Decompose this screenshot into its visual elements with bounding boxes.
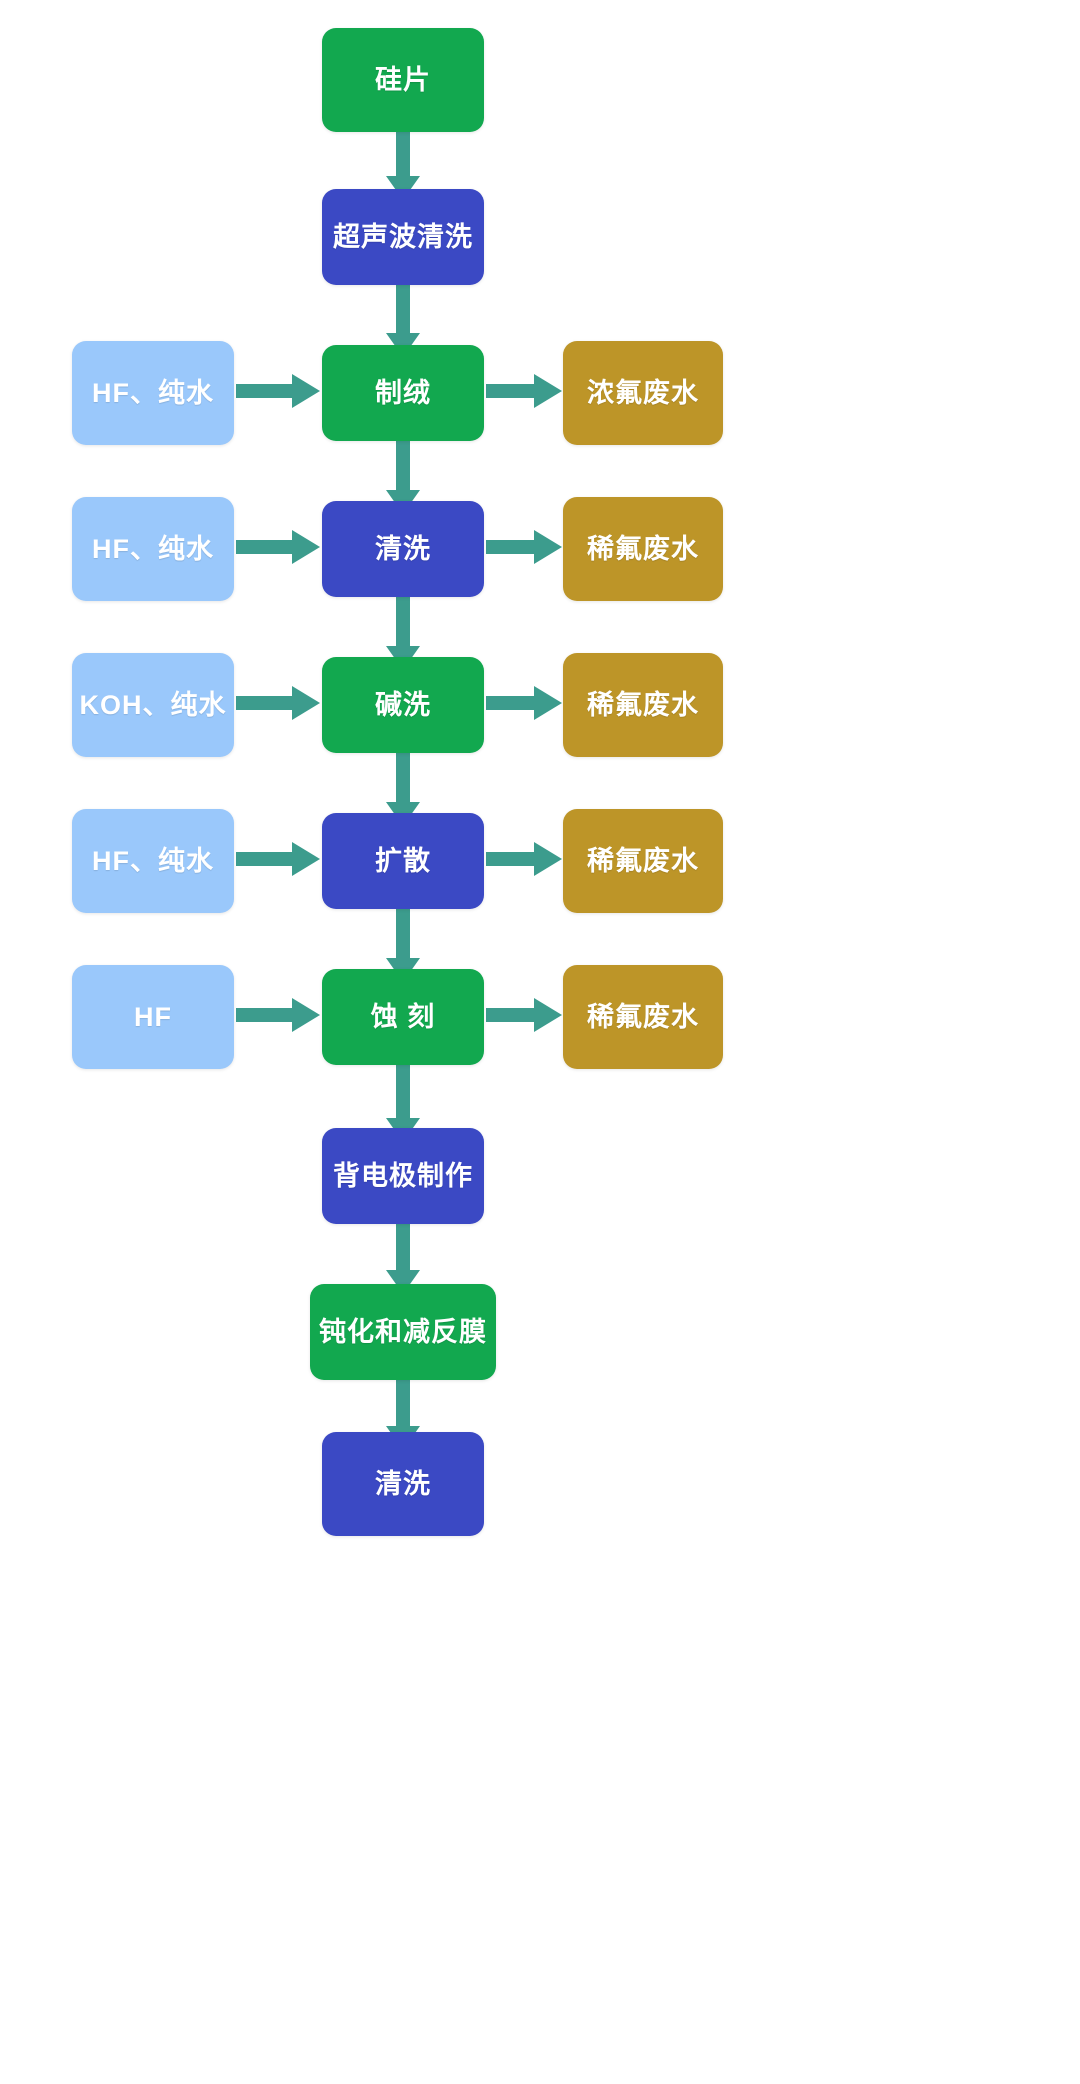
node-output-diffusion[interactable]: 稀氟废水 <box>563 809 723 913</box>
arrow-input-to-etching <box>236 1008 294 1022</box>
arrow-etching-to-backelectrode <box>396 1064 410 1120</box>
node-label: 浓氟废水 <box>587 377 699 408</box>
node-cleaning-2[interactable]: 清洗 <box>322 1432 484 1536</box>
node-input-diffusion[interactable]: HF、纯水 <box>72 809 234 913</box>
node-label: HF <box>134 1001 172 1032</box>
node-diffusion[interactable]: 扩散 <box>322 813 484 909</box>
arrow-diffusion-to-output <box>486 852 536 866</box>
arrow-diffusion-to-etching <box>396 908 410 960</box>
arrow-input-to-cleaning1 <box>236 540 294 554</box>
arrow-texturing-to-output <box>486 384 536 398</box>
node-output-alkali-wash[interactable]: 稀氟废水 <box>563 653 723 757</box>
node-label: HF、纯水 <box>92 377 214 408</box>
node-silicon-wafer[interactable]: 硅片 <box>322 28 484 132</box>
arrow-passivation-to-cleaning2 <box>396 1380 410 1428</box>
arrow-ultrasonic-to-texturing <box>396 283 410 335</box>
node-label: 清洗 <box>375 1468 431 1499</box>
node-label: 清洗 <box>375 533 431 564</box>
node-output-etching[interactable]: 稀氟废水 <box>563 965 723 1069</box>
node-label: 稀氟废水 <box>587 689 699 720</box>
node-back-electrode[interactable]: 背电极制作 <box>322 1128 484 1224</box>
node-cleaning-1[interactable]: 清洗 <box>322 501 484 597</box>
arrow-texturing-to-cleaning1 <box>396 440 410 492</box>
node-label: KOH、纯水 <box>79 689 227 720</box>
node-output-cleaning-1[interactable]: 稀氟废水 <box>563 497 723 601</box>
node-label: 硅片 <box>375 64 431 95</box>
arrow-alkali-to-output <box>486 696 536 710</box>
node-alkali-wash[interactable]: 碱洗 <box>322 657 484 753</box>
arrow-backelectrode-to-passivation <box>396 1224 410 1272</box>
node-texturing[interactable]: 制绒 <box>322 345 484 441</box>
arrow-alkali-to-diffusion <box>396 752 410 804</box>
node-label: HF、纯水 <box>92 533 214 564</box>
arrow-cleaning1-to-alkali <box>396 596 410 648</box>
node-label: 制绒 <box>375 377 431 408</box>
node-ultrasonic-clean[interactable]: 超声波清洗 <box>322 189 484 285</box>
node-label: HF、纯水 <box>92 845 214 876</box>
node-input-cleaning-1[interactable]: HF、纯水 <box>72 497 234 601</box>
node-label: 碱洗 <box>375 689 431 720</box>
node-output-texturing[interactable]: 浓氟废水 <box>563 341 723 445</box>
arrow-cleaning1-to-output <box>486 540 536 554</box>
arrow-input-to-diffusion <box>236 852 294 866</box>
node-input-texturing[interactable]: HF、纯水 <box>72 341 234 445</box>
node-passivation-arc[interactable]: 钝化和减反膜 <box>310 1284 496 1380</box>
node-label: 钝化和减反膜 <box>319 1316 487 1347</box>
arrow-etching-to-output <box>486 1008 536 1022</box>
arrow-wafer-to-ultrasonic <box>396 126 410 178</box>
node-label: 稀氟废水 <box>587 533 699 564</box>
node-label: 稀氟废水 <box>587 845 699 876</box>
node-etching[interactable]: 蚀 刻 <box>322 969 484 1065</box>
node-label: 超声波清洗 <box>333 221 473 252</box>
arrow-input-to-alkali <box>236 696 294 710</box>
node-label: 背电极制作 <box>333 1160 473 1191</box>
node-label: 扩散 <box>375 845 431 876</box>
node-input-alkali-wash[interactable]: KOH、纯水 <box>72 653 234 757</box>
arrow-input-to-texturing <box>236 384 294 398</box>
node-input-etching[interactable]: HF <box>72 965 234 1069</box>
node-label: 蚀 刻 <box>370 1001 436 1032</box>
node-label: 稀氟废水 <box>587 1001 699 1032</box>
